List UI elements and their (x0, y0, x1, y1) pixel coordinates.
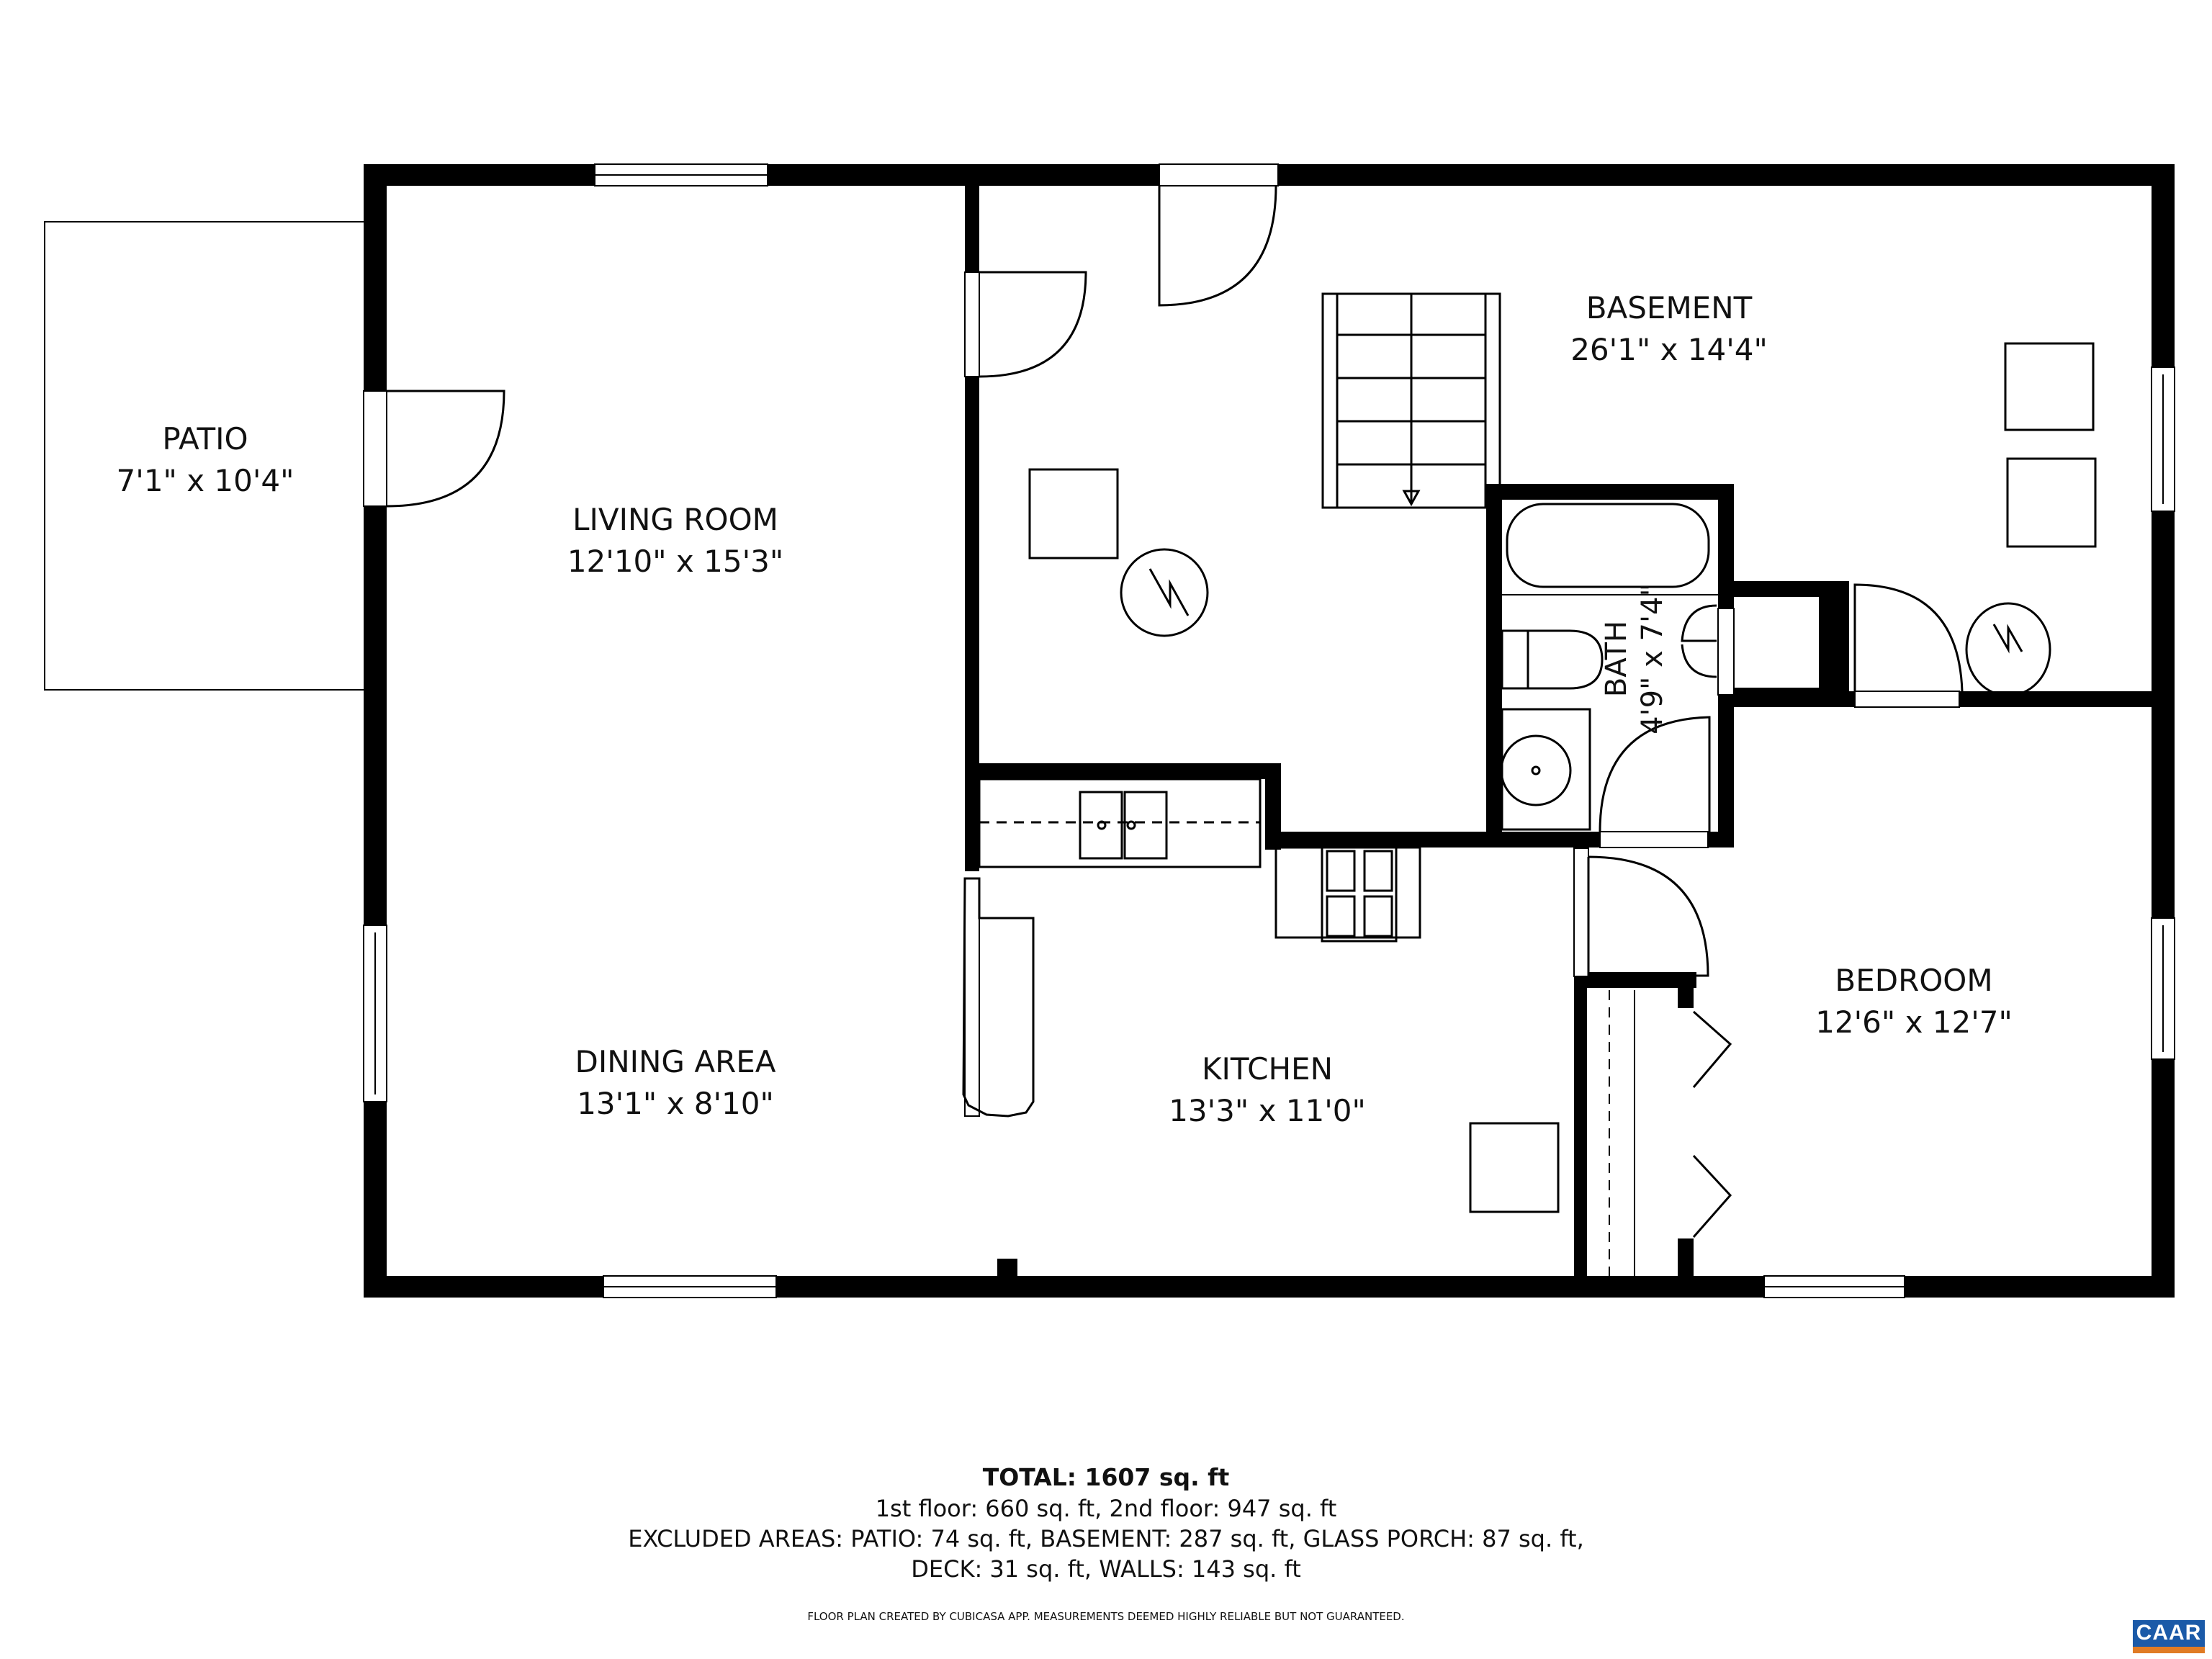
floor-areas: 1st floor: 660 sq. ft, 2nd floor: 947 sq… (875, 1495, 1337, 1522)
room-name: BEDROOM (1835, 963, 1993, 998)
dryer-icon (2006, 457, 2097, 548)
washer-icon (1028, 468, 1119, 559)
room-dimensions: 7'1" x 10'4" (116, 463, 295, 498)
room-name: KITCHEN (1202, 1051, 1333, 1087)
logo-text: CAAR (2136, 1621, 2202, 1645)
room-label-bath: BATH 4'9" x 7'4" (1599, 583, 1671, 734)
excluded-areas-line-2: DECK: 31 sq. ft, WALLS: 143 sq. ft (911, 1555, 1301, 1583)
water-heater-icon (1120, 548, 1209, 637)
disclaimer: FLOOR PLAN CREATED BY CUBICASA APP. MEAS… (807, 1610, 1405, 1623)
stove-icon (1274, 846, 1421, 943)
caar-logo: CAAR (2133, 1620, 2205, 1653)
room-name: LIVING ROOM (572, 502, 778, 537)
room-name: DINING AREA (575, 1044, 776, 1079)
door-swings (386, 185, 1964, 977)
counter (962, 877, 1035, 1118)
dryer-icon (2004, 342, 2095, 431)
room-label-patio: PATIO 7'1" x 10'4" (117, 419, 295, 503)
logo-bar (2133, 1647, 2205, 1653)
room-label-living-room: LIVING ROOM 12'10" x 15'3" (567, 500, 783, 583)
room-name: BASEMENT (1586, 290, 1753, 325)
room-dimensions: 12'10" x 15'3" (567, 544, 784, 579)
water-heater-icon (1965, 602, 2051, 697)
fridge-icon (1469, 1122, 1560, 1213)
double-sink-icon (1079, 791, 1168, 860)
room-dimensions: 26'1" x 14'4" (1570, 332, 1768, 367)
area-summary: TOTAL: 1607 sq. ft 1st floor: 660 sq. ft… (628, 1462, 1583, 1584)
room-dimensions: 12'6" x 12'7" (1815, 1004, 2013, 1040)
stairs-icon (1321, 292, 1501, 509)
total-area: TOTAL: 1607 sq. ft (982, 1463, 1230, 1491)
room-dimensions: 4'9" x 7'4" (1636, 583, 1669, 734)
bathtub-icon (1506, 503, 1710, 588)
room-name: PATIO (162, 421, 248, 457)
room-label-kitchen: KITCHEN 13'3" x 11'0" (1169, 1049, 1366, 1133)
room-dimensions: 13'1" x 8'10" (577, 1086, 774, 1121)
excluded-areas-line-1: EXCLUDED AREAS: PATIO: 74 sq. ft, BASEME… (628, 1525, 1584, 1552)
room-name: BATH (1600, 620, 1633, 698)
room-label-basement: BASEMENT 26'1" x 14'4" (1570, 288, 1768, 372)
toilet-icon (1501, 629, 1604, 690)
room-label-bedroom: BEDROOM 12'6" x 12'7" (1815, 961, 2013, 1044)
room-dimensions: 13'3" x 11'0" (1169, 1093, 1366, 1128)
room-label-dining-area: DINING AREA 13'1" x 8'10" (575, 1042, 775, 1125)
sink-icon (1500, 708, 1591, 831)
windows (363, 163, 2175, 1298)
